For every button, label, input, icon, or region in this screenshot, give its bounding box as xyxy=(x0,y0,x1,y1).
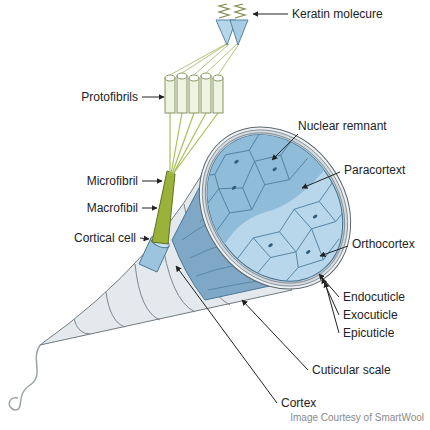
cell-boundaries xyxy=(185,113,366,299)
cell-boundary xyxy=(253,194,349,286)
nuclear-remnant-dot xyxy=(268,243,274,248)
protofibril-tube xyxy=(165,78,175,113)
leader-line xyxy=(253,14,288,15)
leader-line xyxy=(302,172,340,188)
cell-boundary xyxy=(197,132,264,183)
part-label: Keratin molecure xyxy=(292,7,383,21)
leader-line xyxy=(325,282,339,333)
part-label: Orthocortex xyxy=(352,237,415,251)
part-label: Cortex xyxy=(281,396,316,410)
leader-line xyxy=(142,208,157,209)
fiber-tail xyxy=(9,345,40,410)
microfibril-strands xyxy=(170,113,218,174)
protofibril-end xyxy=(201,73,211,79)
leader-lines xyxy=(140,14,348,403)
nuclear-remnant-dot xyxy=(305,249,311,254)
cell-boundary xyxy=(249,204,353,281)
nuclear-remnant-dot xyxy=(234,159,240,164)
microfibril-strand xyxy=(172,113,194,174)
leader-line xyxy=(142,97,164,98)
protofibril-strand xyxy=(182,44,227,73)
microfibril-strand xyxy=(173,113,206,174)
nuclear-remnant-dot xyxy=(312,214,318,219)
leader-line xyxy=(272,134,298,160)
part-label: Microfibril xyxy=(87,174,138,188)
protofibril-end xyxy=(189,75,199,81)
part-label: Protofibrils xyxy=(81,90,138,104)
cell-boundary xyxy=(197,133,304,214)
leader-line xyxy=(140,238,149,239)
protofibril-strand xyxy=(206,44,237,73)
protofibrils xyxy=(165,73,223,113)
part-label: Nuclear remnant xyxy=(298,119,387,133)
part-label: Macrofibil xyxy=(87,201,138,215)
leader-line xyxy=(176,266,277,403)
cell-boundary xyxy=(233,182,339,260)
part-label: Paracortext xyxy=(344,163,405,177)
protofibril-tube xyxy=(177,76,187,113)
part-label: Cuticular scale xyxy=(312,363,391,377)
protofibril-end xyxy=(177,73,187,79)
protofibril-tube xyxy=(189,78,199,113)
credit-text: Image Courtesy of SmartWool xyxy=(290,412,424,424)
part-label: Epicuticle xyxy=(343,326,394,340)
protofibril-strand xyxy=(194,44,229,75)
nuclear-remnant-dot xyxy=(231,185,237,190)
protofibril-strands xyxy=(170,44,239,75)
scale-edge xyxy=(106,292,125,327)
keratin-cone xyxy=(230,20,248,45)
leader-line xyxy=(322,278,339,315)
nuclear-remnants xyxy=(217,140,332,270)
part-label: Cortical cell xyxy=(74,231,136,245)
protofibril-end xyxy=(213,75,223,81)
nuclear-remnant-dot xyxy=(272,167,278,172)
protofibril-tube xyxy=(201,76,211,113)
cell-boundary xyxy=(278,239,344,289)
part-label: Exocuticle xyxy=(343,308,398,322)
cell-boundary xyxy=(207,137,297,221)
cell-boundary xyxy=(212,156,314,233)
leader-line xyxy=(320,246,348,256)
keratin-coil xyxy=(219,4,229,18)
microfibril-strand xyxy=(169,113,170,174)
protofibril-strand xyxy=(170,44,226,75)
microfibril-strand xyxy=(173,113,218,174)
protofibril-tube xyxy=(213,78,223,113)
protofibril-end xyxy=(165,75,175,81)
leader-line xyxy=(242,300,308,370)
paracortex-area xyxy=(166,94,335,252)
part-label: Endocuticle xyxy=(343,290,405,304)
protofibril-strand xyxy=(218,44,239,75)
scale-edge xyxy=(135,264,160,320)
keratin-coil xyxy=(235,4,245,18)
leader-line xyxy=(142,181,162,182)
scale-edge xyxy=(74,319,90,334)
